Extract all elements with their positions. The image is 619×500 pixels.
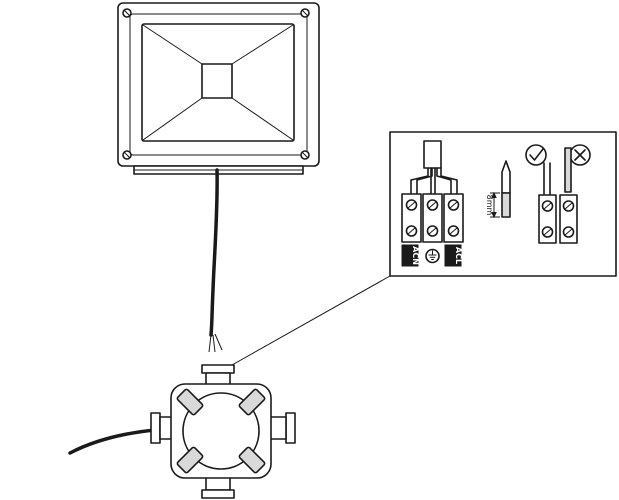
screw-icon	[300, 150, 310, 160]
junction-box-lid	[182, 392, 260, 470]
cable-gland-right	[269, 412, 296, 444]
power-cable	[209, 168, 219, 337]
neutral-label-box	[401, 244, 419, 267]
neutral-label: ACN	[411, 246, 420, 265]
terminal-screws	[405, 199, 460, 237]
terminal-wires	[410, 167, 458, 195]
live-label-box	[444, 244, 462, 267]
screw-icon	[562, 200, 575, 212]
wire-insulation	[501, 192, 511, 218]
junction-box	[68, 364, 296, 499]
callout-leader	[231, 275, 391, 366]
live-label: ACL	[454, 247, 463, 264]
lid-clamp	[238, 388, 266, 416]
supply-cable	[68, 428, 157, 455]
cable-wire-ends	[208, 333, 223, 353]
earth-ground-icon	[425, 248, 440, 264]
callout-frame	[389, 131, 617, 277]
strip-length-label: 8mm	[485, 195, 494, 216]
screw-icon	[447, 199, 460, 211]
lid-clamps	[176, 388, 266, 474]
screw-icon	[447, 225, 460, 237]
wire-insulation-too-long	[564, 147, 572, 193]
lid-clamp	[176, 446, 204, 474]
check-mark-icon	[525, 144, 547, 166]
lid-clamp	[176, 388, 204, 416]
screw-icon	[405, 199, 418, 211]
screw-icon	[426, 199, 439, 211]
screw-icon	[122, 150, 132, 160]
cable-gland-bottom	[201, 475, 235, 499]
strip-length-dimension	[490, 191, 500, 219]
screw-icon	[562, 226, 575, 238]
incorrect-insertion-example	[559, 144, 591, 244]
screw-icon	[122, 8, 132, 18]
floodlight	[117, 2, 320, 175]
lid-clamp	[238, 446, 266, 474]
housing-screws	[122, 8, 310, 160]
terminal-block-diagram: ACN ACL	[401, 140, 464, 267]
screw-icon	[300, 8, 310, 18]
cable-jacket	[423, 140, 442, 169]
screw-icon	[405, 225, 418, 237]
screw-icon	[426, 225, 439, 237]
floodlight-bezel	[129, 13, 308, 156]
wire-strip-detail: 8mm	[485, 160, 511, 219]
stripped-wire-tip	[501, 160, 511, 194]
correct-insertion-example	[525, 144, 557, 244]
cross-mark-icon	[569, 144, 591, 166]
screw-icon	[541, 200, 554, 212]
led-chip	[201, 63, 233, 99]
reflector-diagonals	[142, 24, 294, 141]
screw-icon	[541, 226, 554, 238]
wiring-detail-callout: ACN ACL 8mm	[389, 131, 617, 277]
terminal-block	[401, 193, 464, 243]
